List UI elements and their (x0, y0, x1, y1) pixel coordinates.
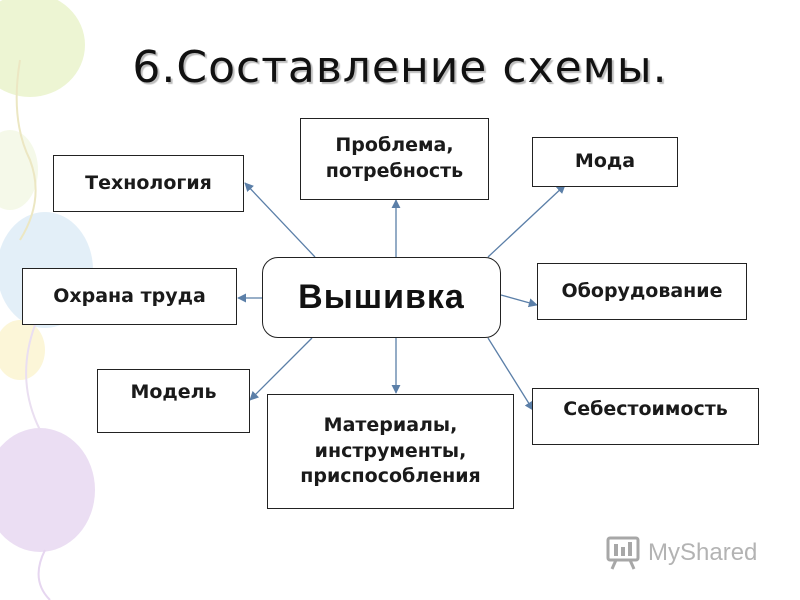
node-materialy: Материалы, инструменты, приспособления (267, 394, 514, 509)
arrow-to-model (249, 337, 313, 401)
node-materialy-line-2: инструменты, (314, 439, 467, 462)
node-materialy-line-3: приспособления (300, 465, 481, 488)
watermark-text: MyShared (648, 539, 758, 566)
node-model: Модель (97, 369, 250, 433)
center-node-vyshivka: Вышивка (262, 257, 501, 338)
node-sebestoimost: Себестоимость (532, 388, 759, 445)
watermark-logo: MyShared (606, 536, 757, 570)
node-materialy-line-1: Материалы, (323, 414, 458, 437)
node-okhrana-truda: Охрана труда (22, 268, 237, 325)
node-tekhnologiya: Технология (53, 155, 244, 212)
node-problema-line-1: Проблема, (335, 134, 454, 157)
node-problema-line-2: потребность (325, 160, 464, 182)
arrow-to-moda (487, 184, 566, 258)
arrow-to-oborudovanie (500, 294, 538, 308)
node-moda: Мода (532, 137, 678, 187)
node-problema: Проблема, потребность (300, 118, 489, 200)
node-oborudovanie: Оборудование (537, 263, 747, 320)
myshared-logo-icon (606, 536, 640, 570)
arrow-to-sebestoimost (487, 337, 534, 411)
slide-title: 6.Составление схемы. (132, 42, 668, 93)
arrow-to-tekhnologiya (244, 182, 316, 258)
